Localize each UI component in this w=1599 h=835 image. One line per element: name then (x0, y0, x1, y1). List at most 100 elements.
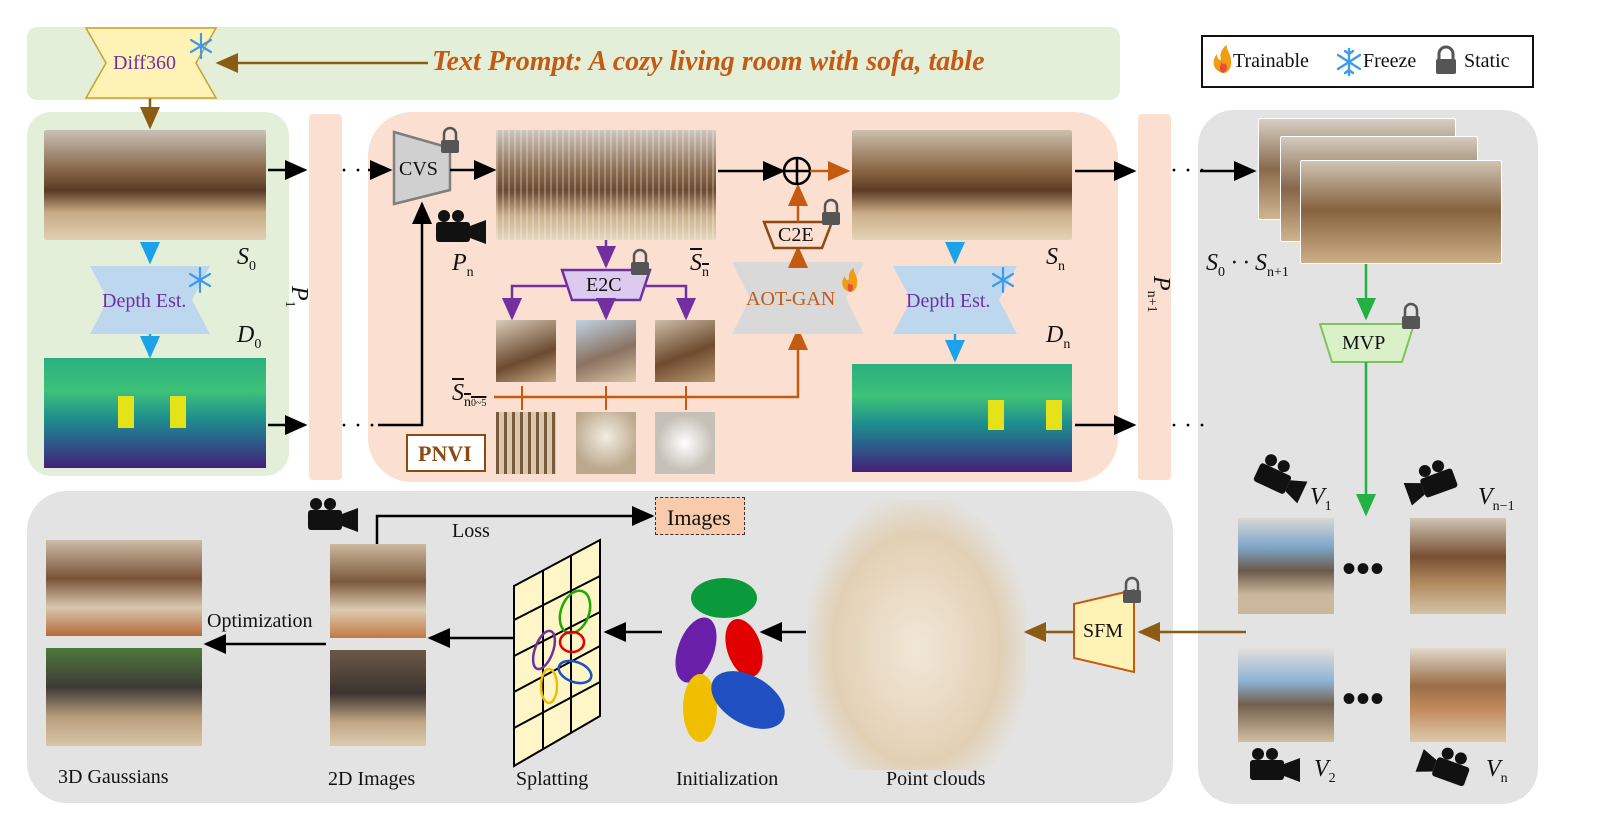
camera-icon (1250, 748, 1300, 782)
camera-icon (1415, 747, 1470, 787)
panorama-sn (852, 130, 1072, 240)
label-point-clouds: Point clouds (886, 768, 986, 790)
fire-icon (1213, 45, 1232, 73)
mvp-label: MVP (1342, 332, 1386, 354)
label-v2: V2 (1314, 756, 1336, 786)
lock-icon (1123, 576, 1141, 603)
snowflake-icon (1336, 47, 1362, 77)
label-sn-range: Sn0~5 (452, 380, 487, 410)
diff360-module (84, 27, 218, 99)
snowflake-icon (189, 32, 213, 60)
panorama-s0 (44, 130, 266, 240)
cube-view-2 (576, 320, 636, 382)
label-sn-bar: Sn (690, 250, 709, 280)
sfm-label: SFM (1083, 620, 1124, 642)
label-loss: Loss (452, 520, 490, 542)
ellipsis-row-2: ••• (1342, 676, 1385, 721)
panorama-sn-bar (496, 130, 716, 240)
cube-view-1 (496, 320, 556, 382)
cube-view-4 (496, 412, 556, 474)
legend-box (1201, 35, 1534, 88)
label-pn: Pn (452, 250, 474, 280)
label-p1: P1 (282, 286, 312, 308)
image-2d-2 (330, 650, 426, 746)
panorama-stack-3 (1300, 160, 1502, 264)
snowflake-icon (188, 266, 212, 294)
label-d0: D0 (237, 322, 262, 352)
point-cloud (808, 500, 1026, 770)
lock-icon (1402, 302, 1420, 329)
e2c-label: E2C (586, 274, 622, 296)
view-vn (1410, 648, 1506, 742)
camera-icon (1403, 460, 1458, 506)
cube-view-3 (655, 320, 715, 382)
mvp-module (1318, 323, 1416, 363)
cube-view-6 (655, 412, 715, 474)
aot-gan-module (732, 262, 864, 334)
label-stack-range: S0 · · Sn+1 (1206, 250, 1289, 280)
label-dn: Dn (1046, 322, 1071, 352)
legend-freeze: Freeze (1363, 50, 1417, 72)
label-v1: V1 (1310, 484, 1332, 514)
gaussian-render-2 (46, 648, 202, 746)
pnvi-box (406, 434, 486, 472)
e2c-module (560, 268, 652, 302)
aot-gan-label: AOT-GAN (746, 288, 836, 310)
camera-icon (436, 210, 486, 244)
text-prompt: Text Prompt: A cozy living room with sof… (432, 46, 985, 77)
cvs-label: CVS (399, 158, 438, 180)
depth-map-d0 (44, 358, 266, 468)
label-s0: S0 (237, 244, 256, 274)
label-splatting: Splatting (516, 768, 589, 790)
label-initialization: Initialization (676, 768, 779, 790)
splatting-grid (513, 538, 601, 768)
depth-est-label-0: Depth Est. (102, 290, 187, 312)
pnvi-label: PNVI (418, 441, 472, 466)
label-vn-1: Vn−1 (1478, 484, 1515, 514)
depth-est-module-n (893, 266, 1017, 334)
label-3d-gaussians: 3D Gaussians (58, 766, 169, 788)
camera-icon (308, 498, 358, 532)
legend-icons (1213, 45, 1456, 77)
images-label: Images (667, 505, 731, 530)
camera-icon (1253, 454, 1308, 504)
gaussian-render-1 (46, 540, 202, 636)
plus-combine-icon (782, 156, 812, 186)
images-box (655, 497, 745, 535)
image-2d-1 (330, 544, 426, 638)
lock-icon (441, 126, 459, 153)
legend-static: Static (1464, 50, 1510, 72)
lock-icon (822, 198, 840, 225)
depth-est-module-0 (90, 266, 210, 334)
label-pn1: Pn+1 (1144, 276, 1174, 313)
view-v1 (1238, 518, 1334, 614)
cube-view-5 (576, 412, 636, 474)
label-sn: Sn (1046, 244, 1065, 274)
p1-bar (309, 114, 342, 480)
pn1-bar (1138, 114, 1171, 480)
c2e-module (762, 220, 834, 250)
label-vn: Vn (1486, 756, 1508, 786)
cvs-module (392, 130, 452, 206)
gaussian-ellipsoids (675, 578, 785, 742)
label-2d-images: 2D Images (328, 768, 416, 790)
view-vn-1 (1410, 518, 1506, 614)
label-optimization: Optimization (207, 610, 313, 632)
lock-icon (1436, 45, 1456, 74)
legend-trainable: Trainable (1233, 50, 1309, 72)
depth-map-dn (852, 364, 1072, 472)
snowflake-icon (991, 266, 1015, 294)
c2e-label: C2E (778, 224, 814, 246)
svg-text:· · ·: · · · (340, 413, 376, 439)
view-v2 (1238, 648, 1334, 742)
depth-est-label-n: Depth Est. (906, 290, 991, 312)
svg-text:· · ·: · · · (1170, 158, 1206, 184)
svg-text:· · ·: · · · (1170, 413, 1206, 439)
fire-icon (842, 268, 858, 292)
diff360-label: Diff360 (113, 52, 176, 74)
sfm-module (1073, 588, 1135, 674)
ellipsis-row-1: ••• (1342, 546, 1385, 591)
